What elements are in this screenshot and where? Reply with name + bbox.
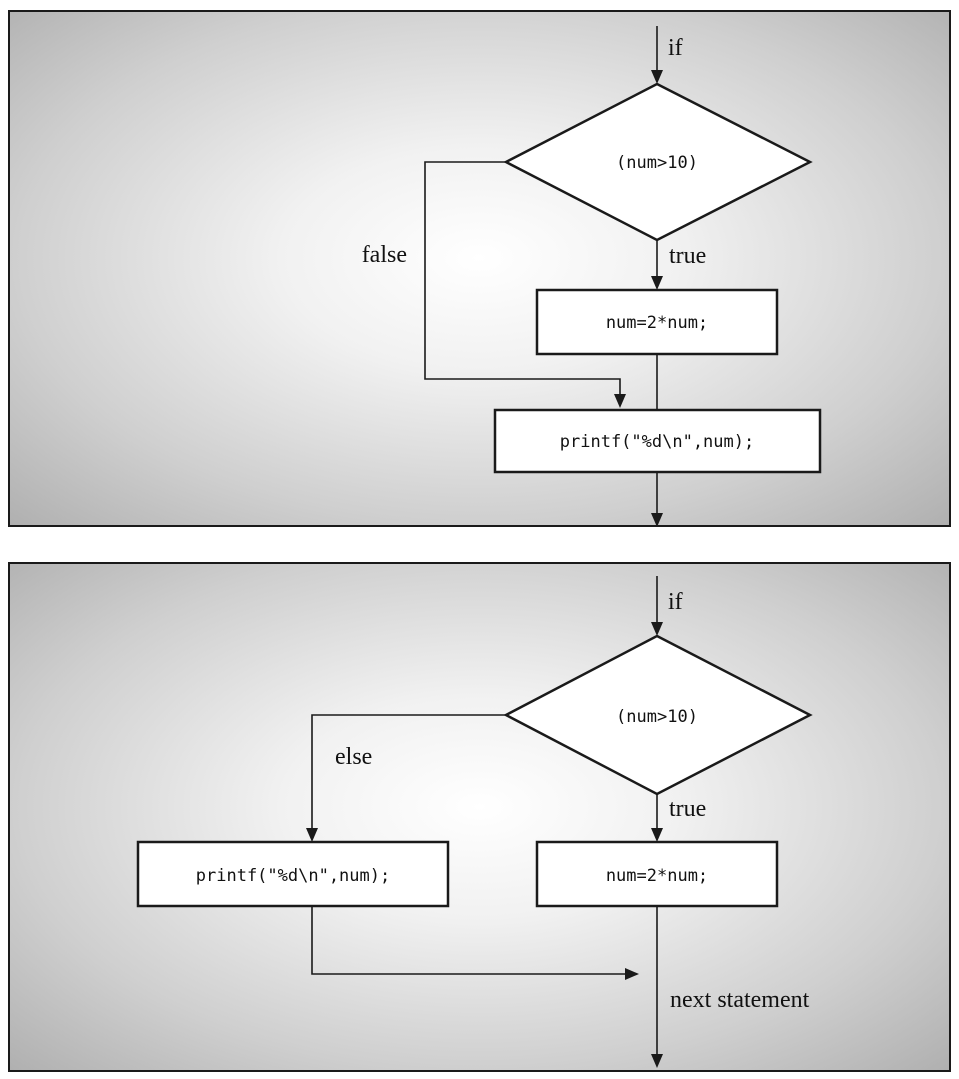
exit-arrowhead <box>651 1054 663 1068</box>
else-statement-box <box>136 840 450 908</box>
exit-label: next statement <box>670 987 810 1013</box>
condition-text: (num>10) <box>616 153 698 173</box>
else-merge-arrowhead <box>625 968 639 980</box>
false-arrowhead <box>614 394 626 408</box>
if-else-flowchart-panel: if (num>10) true num=2*num; else printf(… <box>8 562 951 1072</box>
else-label: else <box>335 744 372 770</box>
entry-label: if <box>668 589 683 615</box>
if-else-flowchart: if (num>10) true num=2*num; else printf(… <box>136 576 813 1068</box>
else-branch-line <box>311 714 506 828</box>
else-arrowhead <box>306 828 318 842</box>
true-arrowhead <box>651 828 663 842</box>
true-statement-text: num=2*num; <box>606 866 708 886</box>
else-merge-line <box>311 906 625 975</box>
true-statement-text: num=2*num; <box>606 313 708 333</box>
next-statement-text: printf("%d\n",num); <box>560 432 754 452</box>
else-statement-text: printf("%d\n",num); <box>196 866 390 886</box>
condition-text: (num>10) <box>616 707 698 727</box>
if-flowchart: if (num>10) true num=2*num; false printf… <box>362 26 822 527</box>
false-branch-line <box>424 161 621 394</box>
false-label: false <box>362 242 407 268</box>
entry-arrowhead <box>651 70 663 84</box>
true-statement-box <box>535 288 779 356</box>
true-label: true <box>669 243 706 269</box>
entry-arrowhead <box>651 622 663 636</box>
true-statement-box <box>535 840 779 908</box>
entry-label: if <box>668 35 683 61</box>
true-arrowhead <box>651 276 663 290</box>
if-flowchart-panel: if (num>10) true num=2*num; false printf… <box>8 10 951 527</box>
exit-arrowhead <box>651 513 663 527</box>
true-label: true <box>669 796 706 822</box>
next-statement-box <box>493 408 822 474</box>
